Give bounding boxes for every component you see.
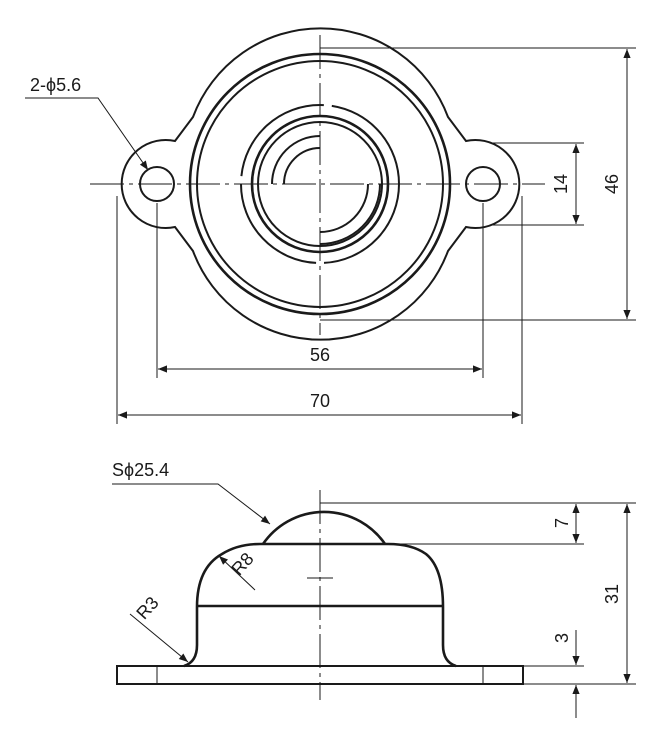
radius-text-r3: R3 [132,593,162,623]
r8-leader [218,555,256,591]
mounting-hole-left [139,166,175,202]
housing-inner-circle [196,60,444,308]
hole-callout-text: 2-ϕ5.6 [30,75,81,95]
top-flange-outline [120,27,521,341]
ball-callout-leader [112,483,271,525]
side-view: Sϕ25.4 7 31 3 R8 R3 [112,460,636,718]
ball-outer-circle [250,114,390,254]
dim-text-14: 14 [551,174,571,194]
dim-text-46: 46 [602,174,622,194]
ball-highlight-lower-inner [319,183,381,245]
r3-leader [129,613,189,663]
dim-text-7: 7 [552,518,572,528]
dim-text-3: 3 [552,633,572,643]
dim-text-70: 70 [310,391,330,411]
ball-circle [257,121,383,247]
dim-text-56: 56 [310,345,330,365]
base-plate [116,665,524,685]
ball-highlight-lower [319,183,369,233]
hole-callout-leader [25,97,149,171]
ball-callout-text: Sϕ25.4 [112,460,169,480]
mounting-hole-right [465,166,501,202]
housing-outer-circle [188,52,452,316]
radius-text-r8: R8 [227,549,257,579]
ball-highlight-upper-inner [283,147,321,185]
dim-text-31: 31 [602,584,622,604]
top-view: 2-ϕ5.6 56 70 14 46 [25,27,636,424]
ball-highlight-upper [271,135,321,185]
cup-rim-circle [240,104,400,264]
housing-profile [183,542,457,668]
ball-cap-outline [261,510,387,545]
